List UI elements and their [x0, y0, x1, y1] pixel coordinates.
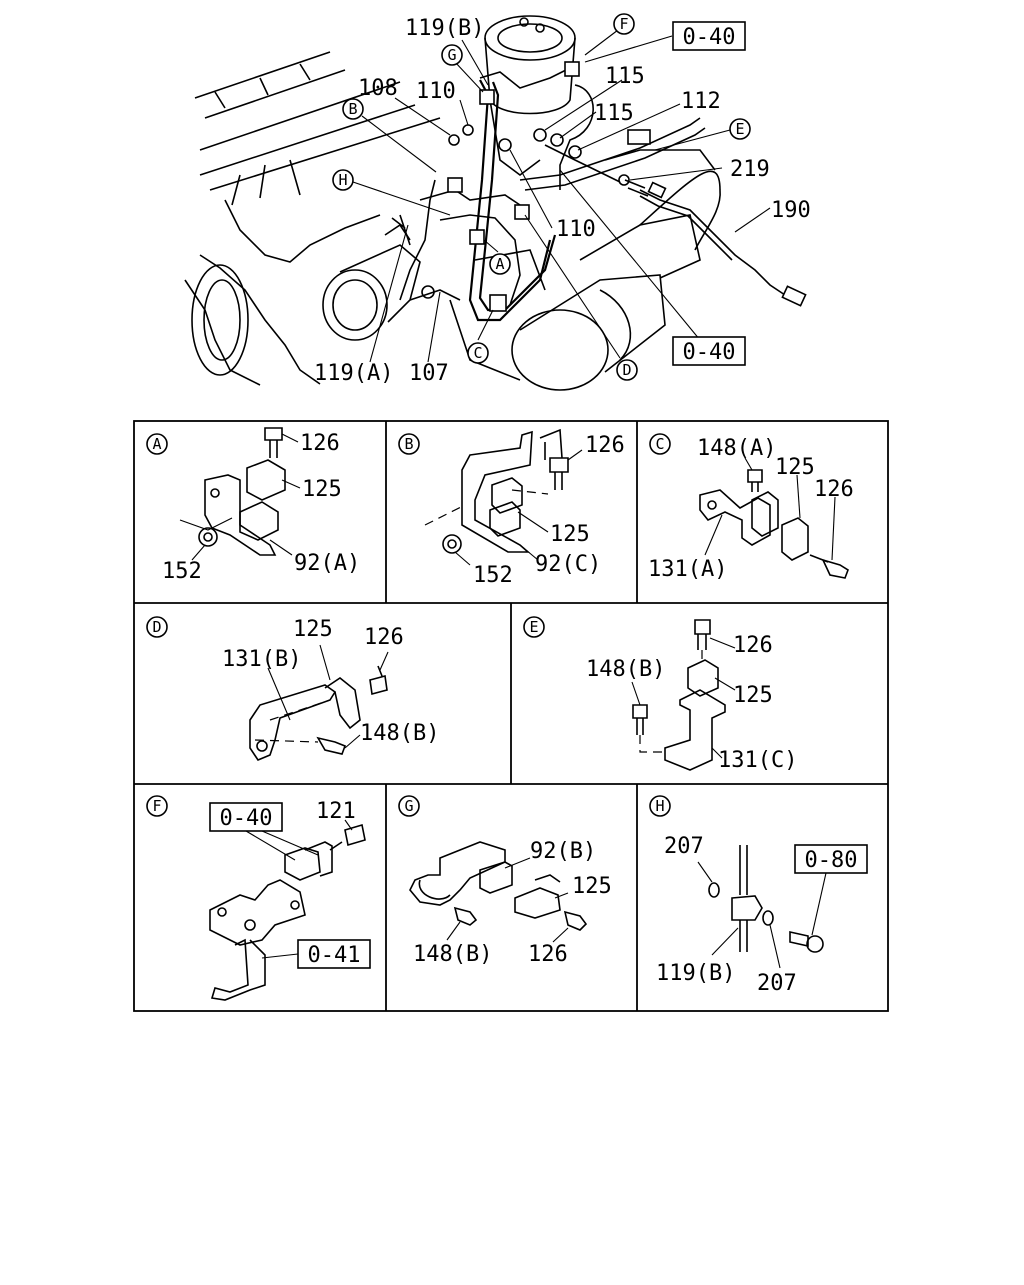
part-label: 125: [550, 522, 590, 547]
callout-f[interactable]: F: [613, 13, 635, 35]
panel-b-callout: B: [398, 433, 420, 455]
callout-e[interactable]: E: [729, 118, 751, 140]
part-label: 125: [302, 477, 342, 502]
ref-box-0-80[interactable]: 0-80: [794, 844, 868, 874]
part-label: 92(B): [530, 839, 596, 864]
part-label: 92(A): [294, 551, 360, 576]
ref-box-0-40[interactable]: 0-40: [209, 802, 283, 832]
part-label: 112: [681, 89, 721, 114]
part-label: 126: [300, 431, 340, 456]
svg-text:D: D: [152, 618, 161, 636]
detail-panel-d: D 131(B) 125 126 148(B): [146, 616, 439, 761]
svg-text:H: H: [655, 797, 664, 815]
svg-text:C: C: [473, 344, 482, 362]
part-label: 126: [364, 625, 404, 650]
panel-a-callout: A: [146, 433, 168, 455]
svg-text:F: F: [152, 797, 161, 815]
svg-text:B: B: [348, 100, 357, 118]
panel-f-callout: F: [146, 795, 168, 817]
part-label: 152: [162, 559, 202, 584]
part-label: 207: [664, 834, 704, 859]
callout-h[interactable]: H: [332, 169, 354, 191]
detail-grid-frame: [133, 420, 889, 1012]
detail-panel-f: F 0-40 0-41 121: [146, 795, 371, 1001]
svg-text:B: B: [404, 435, 413, 453]
part-label: 148(B): [413, 942, 492, 967]
svg-text:0-40: 0-40: [683, 25, 736, 50]
detail-panel-b: B 126 125 152 92(C): [398, 428, 625, 588]
main-view-labels: 119(B) 108 110 110 115 115 112 219 190 1…: [314, 16, 811, 386]
panel-e-callout: E: [523, 616, 545, 638]
callout-d[interactable]: D: [616, 359, 638, 381]
part-label: 119(A): [314, 361, 393, 386]
part-label: 92(C): [535, 552, 601, 577]
svg-text:A: A: [495, 255, 504, 273]
svg-text:H: H: [338, 171, 347, 189]
part-label: 125: [572, 874, 612, 899]
part-label: 207: [757, 971, 797, 996]
svg-text:G: G: [404, 797, 413, 815]
detail-panel-a: A 126 125 152 92(A): [146, 427, 360, 584]
panel-h-callout: H: [649, 795, 671, 817]
part-label: 115: [594, 101, 634, 126]
panel-d-callout: D: [146, 616, 168, 638]
part-label: 115: [605, 64, 645, 89]
svg-text:E: E: [735, 120, 744, 138]
svg-text:0-80: 0-80: [805, 848, 858, 873]
part-label: 131(C): [718, 748, 797, 773]
ref-box-0-41[interactable]: 0-41: [297, 939, 371, 969]
part-label: 125: [293, 617, 333, 642]
svg-text:D: D: [622, 361, 631, 379]
svg-text:0-41: 0-41: [308, 943, 361, 968]
detail-panel-h: H 0-80 207 207 119(B): [649, 795, 868, 996]
detail-panel-e: E 126 148(B) 125 131(C): [523, 616, 797, 773]
part-label: 125: [733, 683, 773, 708]
part-label: 190: [771, 198, 811, 223]
part-label: 126: [585, 433, 625, 458]
ref-box-top[interactable]: 0-40: [672, 21, 746, 51]
part-label: 126: [733, 633, 773, 658]
svg-text:G: G: [447, 46, 456, 64]
part-label: 126: [528, 942, 568, 967]
part-label: 152: [473, 563, 513, 588]
part-label: 148(B): [360, 721, 439, 746]
callout-a[interactable]: A: [489, 253, 511, 275]
part-label: 119(B): [405, 16, 484, 41]
svg-text:E: E: [529, 618, 538, 636]
svg-text:A: A: [152, 435, 161, 453]
detail-panel-c: C 148(A) 125 126 131(A): [648, 433, 854, 582]
panel-g-callout: G: [398, 795, 420, 817]
svg-text:0-40: 0-40: [220, 806, 273, 831]
part-label: 110: [556, 217, 596, 242]
detail-panel-g: G 92(B) 125 148(B) 126: [398, 795, 612, 967]
part-label: 131(B): [222, 647, 301, 672]
svg-text:C: C: [655, 435, 664, 453]
callout-c[interactable]: C: [467, 342, 489, 364]
svg-text:F: F: [619, 15, 628, 33]
svg-text:0-40: 0-40: [683, 340, 736, 365]
part-label: 148(A): [697, 436, 776, 461]
main-view-callouts: F G B H E A C D: [332, 13, 751, 381]
part-label: 107: [409, 361, 449, 386]
part-label: 148(B): [586, 657, 665, 682]
callout-b[interactable]: B: [342, 98, 364, 120]
part-label: 108: [358, 76, 398, 101]
part-label: 121: [316, 799, 356, 824]
part-label: 110: [416, 79, 456, 104]
part-label: 119(B): [656, 961, 735, 986]
ref-box-bottom[interactable]: 0-40: [672, 336, 746, 366]
engine-illustration: [184, 15, 807, 391]
panel-c-callout: C: [649, 433, 671, 455]
part-label: 125: [775, 455, 815, 480]
callout-g[interactable]: G: [441, 44, 463, 66]
part-label: 126: [814, 477, 854, 502]
part-label: 219: [730, 157, 770, 182]
part-label: 131(A): [648, 557, 727, 582]
